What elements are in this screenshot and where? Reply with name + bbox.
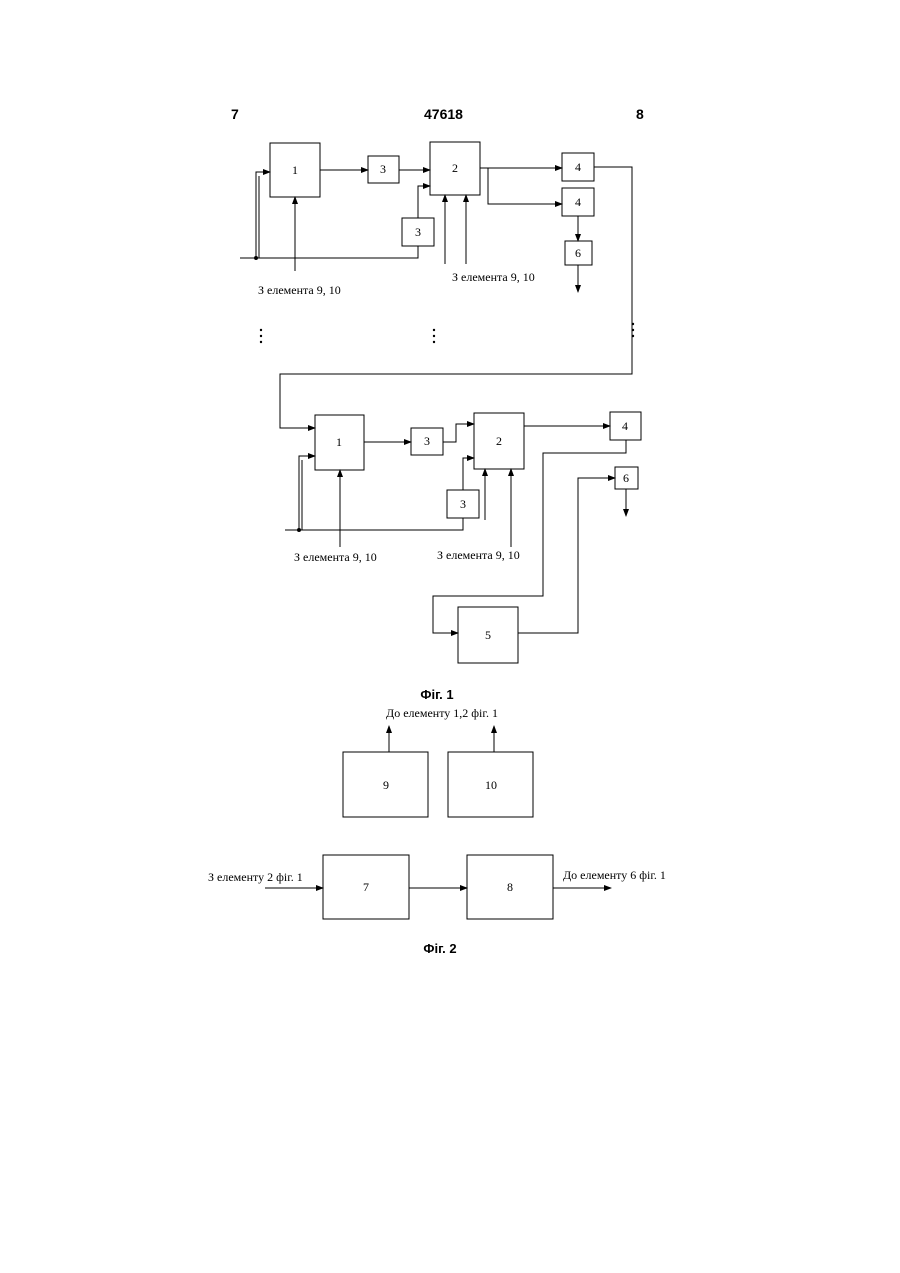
label-from-9-10-d: З елемента 9, 10	[437, 548, 520, 562]
fig1-bottom-section: 1 3 2 3 4 6 5 З елемента 9, 10 З елемент…	[280, 318, 641, 663]
input-bus-top	[240, 246, 418, 258]
block-5-bottom-label: 5	[485, 628, 491, 642]
continuation-dots	[260, 323, 634, 343]
block-1-bottom-label: 1	[336, 435, 342, 449]
label-from-element-2: З елементу 2 фіг. 1	[208, 870, 303, 884]
wire-to-block-1	[256, 172, 270, 258]
figure-2-caption: Фіг. 2	[423, 941, 456, 956]
wire-3b-to-2	[418, 186, 430, 218]
label-from-9-10-c: З елемента 9, 10	[294, 550, 377, 564]
block-3-top-label: 3	[380, 162, 386, 176]
block-8-label: 8	[507, 880, 513, 894]
block-4a-top-label: 4	[575, 160, 581, 174]
input-bus-bottom	[285, 518, 463, 530]
block-6-top-label: 6	[575, 246, 581, 260]
wire-4-to-5	[433, 440, 626, 633]
block-3b-top-label: 3	[415, 225, 421, 239]
block-1-top-label: 1	[292, 163, 298, 177]
fig1-top-section: 1 3 2 3 4 4 6 З елемента 9, 10 З елемент…	[240, 142, 632, 318]
block-3-bottom-label: 3	[424, 434, 430, 448]
wire-2-to-4b	[488, 168, 562, 204]
block-6-bottom-label: 6	[623, 471, 629, 485]
label-from-9-10-a: З елемента 9, 10	[258, 283, 341, 297]
wire-3b-to-2-bottom	[463, 458, 474, 490]
figure-1-caption: Фіг. 1	[420, 687, 453, 702]
block-10-label: 10	[485, 778, 497, 792]
block-7-label: 7	[363, 880, 369, 894]
block-9-label: 9	[383, 778, 389, 792]
wire-from-top-to-1	[280, 318, 632, 428]
block-3b-bottom-label: 3	[460, 497, 466, 511]
label-from-9-10-b: З елемента 9, 10	[452, 270, 535, 284]
block-2-bottom-label: 2	[496, 434, 502, 448]
wire-bus-to-1	[299, 456, 315, 530]
label-to-element-1-2: До елементу 1,2 фіг. 1	[386, 706, 498, 720]
wire-4a-right	[594, 167, 632, 318]
block-4-bottom-label: 4	[622, 419, 628, 433]
wire-5-to-6	[518, 478, 615, 633]
label-to-element-6: До елементу 6 фіг. 1	[563, 868, 666, 882]
block-4b-top-label: 4	[575, 195, 581, 209]
wire-3-to-2-bottom	[443, 424, 474, 442]
fig2-section: До елементу 1,2 фіг. 1 9 10 7 8 З елемен…	[208, 706, 666, 919]
block-2-top-label: 2	[452, 161, 458, 175]
